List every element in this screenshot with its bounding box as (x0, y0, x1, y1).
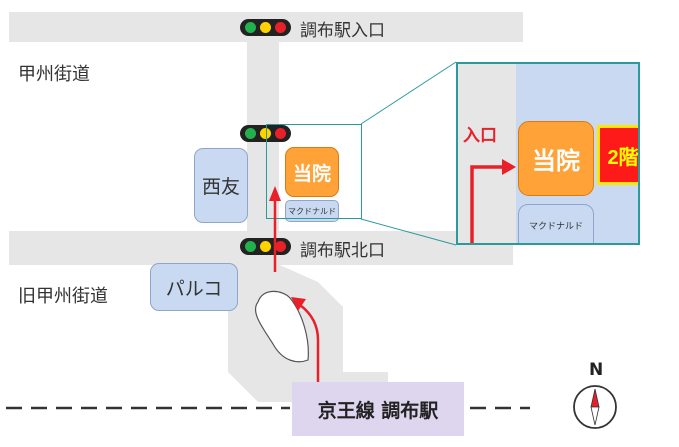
station-name: 京王線 調布駅 (317, 399, 439, 422)
road-label-koshu: 甲州街道 (18, 64, 90, 85)
route-arrow-icon (470, 159, 516, 243)
entrance-label-chofu-north: 調布駅北口 (300, 241, 385, 261)
building-seiyu-label: 西友 (201, 176, 240, 198)
inset-clinic-label: 当院 (532, 147, 580, 175)
entrance-label-chofu: 調布駅入口 (300, 21, 385, 41)
building-mcdonalds: マクドナルド (285, 200, 339, 222)
inset-mcdonalds-label: マクドナルド (528, 222, 583, 232)
traffic-light-icon (240, 125, 291, 142)
inset-road (458, 64, 516, 243)
building-clinic-label: 当院 (292, 162, 331, 185)
building-mcdonalds-label: マクドナルド (288, 206, 336, 216)
compass-north-label: N (589, 360, 604, 380)
railway-line (6, 406, 530, 410)
rotary-island (254, 290, 309, 363)
station-box: 京王線 調布駅 (292, 382, 464, 436)
building-clinic: 当院 (285, 147, 339, 197)
building-parco-label: パルコ (165, 277, 223, 300)
station-plaza (228, 262, 388, 402)
floor-badge: 2階 (597, 125, 639, 185)
traffic-light-icon (240, 238, 291, 255)
building-seiyu: 西友 (194, 148, 248, 223)
inset-clinic: 当院 (518, 121, 594, 196)
compass-icon (573, 385, 617, 429)
inset-entrance-label: 入口 (463, 126, 497, 146)
zoom-source-box (266, 124, 362, 219)
traffic-light-icon (240, 19, 291, 36)
building-parco: パルコ (150, 263, 238, 311)
inset-mcdonalds: マクドナルド (518, 204, 594, 243)
floor-badge-label: 2階 (607, 146, 639, 169)
road-label-kyu-koshu: 旧甲州街道 (18, 286, 108, 307)
inset-map: 入口 当院 2階 マクドナルド (456, 62, 640, 245)
